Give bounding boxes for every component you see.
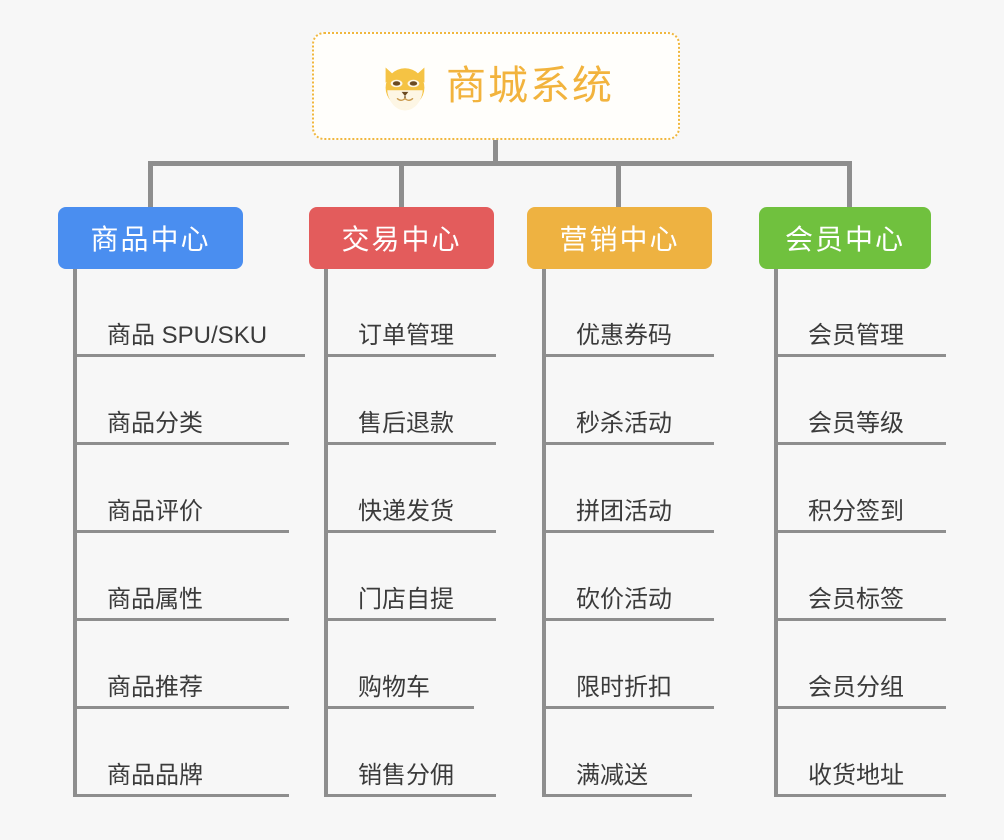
branch-trunk bbox=[73, 269, 77, 797]
branch-header-product-center[interactable]: 商品中心 bbox=[58, 207, 243, 269]
connector-stem bbox=[493, 140, 498, 165]
leaf-item[interactable]: 会员等级 bbox=[778, 357, 946, 445]
leaf-item[interactable]: 商品属性 bbox=[77, 533, 289, 621]
branch-trade-center: 交易中心 订单管理 售后退款 快递发货 门店自提 购物车 销售分佣 bbox=[309, 207, 527, 797]
connector-drop-3 bbox=[616, 161, 621, 208]
leaf-label: 商品推荐 bbox=[107, 673, 203, 701]
leaf-item[interactable]: 商品 SPU/SKU bbox=[77, 269, 305, 357]
leaf-label: 售后退款 bbox=[358, 409, 454, 437]
leaf-item[interactable]: 门店自提 bbox=[328, 533, 496, 621]
branch-title: 营销中心 bbox=[559, 224, 680, 255]
branch-body: 优惠券码 秒杀活动 拼团活动 砍价活动 限时折扣 满减送 bbox=[527, 269, 759, 797]
leaf-item[interactable]: 拼团活动 bbox=[546, 445, 714, 533]
leaf-item[interactable]: 快递发货 bbox=[328, 445, 496, 533]
connector-bus bbox=[148, 161, 852, 166]
leaf-label: 商品 SPU/SKU bbox=[107, 321, 268, 349]
leaf-item[interactable]: 收货地址 bbox=[778, 709, 946, 797]
leaf-item[interactable]: 砍价活动 bbox=[546, 533, 714, 621]
branch-header-trade-center[interactable]: 交易中心 bbox=[309, 207, 494, 269]
branch-body: 订单管理 售后退款 快递发货 门店自提 购物车 销售分佣 bbox=[309, 269, 527, 797]
connector-drop-2 bbox=[399, 161, 404, 208]
leaf-label: 订单管理 bbox=[358, 321, 454, 349]
branch-header-member-center[interactable]: 会员中心 bbox=[759, 207, 931, 269]
connector-drop-4 bbox=[847, 161, 852, 208]
leaf-item[interactable]: 商品推荐 bbox=[77, 621, 289, 709]
leaf-label: 限时折扣 bbox=[576, 673, 672, 701]
leaf-item[interactable]: 满减送 bbox=[546, 709, 692, 797]
leaf-label: 商品品牌 bbox=[107, 761, 203, 789]
leaf-label: 收货地址 bbox=[808, 761, 904, 789]
leaf-label: 会员分组 bbox=[808, 673, 904, 701]
leaf-item[interactable]: 销售分佣 bbox=[328, 709, 496, 797]
leaf-label: 销售分佣 bbox=[358, 761, 454, 789]
leaf-label: 满减送 bbox=[576, 761, 648, 789]
shiba-dog-face-icon bbox=[385, 67, 425, 111]
leaf-item[interactable]: 订单管理 bbox=[328, 269, 496, 357]
branch-title: 会员中心 bbox=[784, 224, 905, 255]
leaf-label: 优惠券码 bbox=[576, 321, 672, 349]
branch-product-center: 商品中心 商品 SPU/SKU 商品分类 商品评价 商品属性 商品推荐 商品品牌 bbox=[58, 207, 308, 797]
leaf-item[interactable]: 商品分类 bbox=[77, 357, 289, 445]
leaf-label: 秒杀活动 bbox=[576, 409, 672, 437]
branch-header-marketing-center[interactable]: 营销中心 bbox=[527, 207, 712, 269]
leaf-label: 商品属性 bbox=[107, 585, 203, 613]
root-title: 商城系统 bbox=[446, 64, 614, 108]
leaf-label: 快递发货 bbox=[358, 497, 454, 525]
leaf-item[interactable]: 限时折扣 bbox=[546, 621, 714, 709]
branch-member-center: 会员中心 会员管理 会员等级 积分签到 会员标签 会员分组 收货地址 bbox=[759, 207, 989, 797]
leaf-item[interactable]: 商品评价 bbox=[77, 445, 289, 533]
leaf-item[interactable]: 购物车 bbox=[328, 621, 474, 709]
leaf-item[interactable]: 售后退款 bbox=[328, 357, 496, 445]
leaf-item[interactable]: 优惠券码 bbox=[546, 269, 714, 357]
leaf-label: 门店自提 bbox=[358, 585, 454, 613]
branch-title: 交易中心 bbox=[341, 224, 462, 255]
branch-body: 商品 SPU/SKU 商品分类 商品评价 商品属性 商品推荐 商品品牌 bbox=[58, 269, 308, 797]
leaf-label: 会员等级 bbox=[808, 409, 904, 437]
leaf-item[interactable]: 商品品牌 bbox=[77, 709, 289, 797]
leaf-label: 砍价活动 bbox=[576, 585, 672, 613]
leaf-label: 会员标签 bbox=[808, 585, 904, 613]
leaf-item[interactable]: 会员分组 bbox=[778, 621, 946, 709]
leaf-item[interactable]: 秒杀活动 bbox=[546, 357, 714, 445]
root-node[interactable]: 商城系统 bbox=[312, 32, 680, 140]
connector-drop-1 bbox=[148, 161, 153, 208]
leaf-label: 拼团活动 bbox=[576, 497, 672, 525]
leaf-label: 商品评价 bbox=[107, 497, 203, 525]
leaf-item[interactable]: 会员标签 bbox=[778, 533, 946, 621]
branch-trunk bbox=[774, 269, 778, 797]
branch-title: 商品中心 bbox=[90, 224, 211, 255]
leaf-label: 积分签到 bbox=[808, 497, 904, 525]
leaf-item[interactable]: 积分签到 bbox=[778, 445, 946, 533]
leaf-item[interactable]: 会员管理 bbox=[778, 269, 946, 357]
branch-trunk bbox=[542, 269, 546, 797]
branch-body: 会员管理 会员等级 积分签到 会员标签 会员分组 收货地址 bbox=[759, 269, 989, 797]
leaf-label: 商品分类 bbox=[107, 409, 203, 437]
branch-marketing-center: 营销中心 优惠券码 秒杀活动 拼团活动 砍价活动 限时折扣 满减送 bbox=[527, 207, 759, 797]
branch-trunk bbox=[324, 269, 328, 797]
leaf-label: 购物车 bbox=[358, 673, 430, 701]
leaf-label: 会员管理 bbox=[808, 321, 904, 349]
